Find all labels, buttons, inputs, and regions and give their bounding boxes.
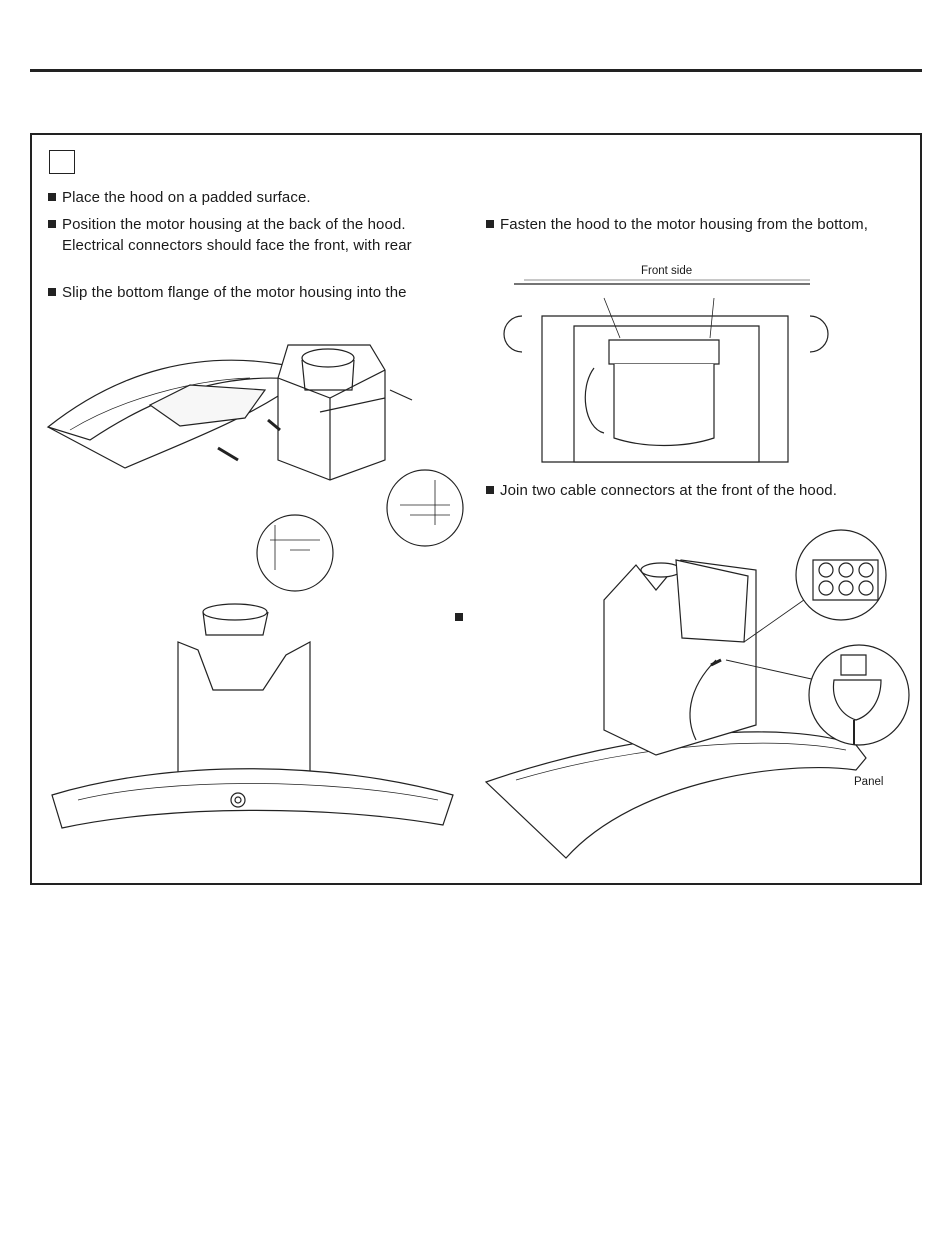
bullet-icon — [486, 486, 494, 494]
step-number-box — [49, 150, 75, 174]
instruction-item-3: Slip the bottom flange of the motor hous… — [48, 282, 407, 304]
figure-cable-connectors — [486, 530, 916, 860]
instruction-item-5: Join two cable connectors at the front o… — [486, 480, 837, 502]
bullet-icon — [486, 220, 494, 228]
bullet-icon — [48, 288, 56, 296]
instruction-item-2-line2: Electrical connectors should face the fr… — [62, 237, 412, 254]
bullet-icon — [48, 193, 56, 201]
figure-front-view — [48, 600, 458, 835]
front-side-label: Front side — [641, 265, 693, 277]
figure-slide-housing — [40, 330, 470, 590]
instruction-item-1: Place the hood on a padded surface. — [48, 187, 311, 209]
bullet-icon — [455, 613, 463, 621]
panel-label: Panel — [854, 776, 884, 788]
instruction-frame — [30, 133, 922, 885]
bullet-icon — [48, 220, 56, 228]
figure-bottom-view — [514, 278, 814, 464]
instruction-item-2: Position the motor housing at the back o… — [48, 214, 406, 236]
instruction-item-4: Fasten the hood to the motor housing fro… — [486, 214, 868, 236]
top-rule — [30, 69, 922, 72]
